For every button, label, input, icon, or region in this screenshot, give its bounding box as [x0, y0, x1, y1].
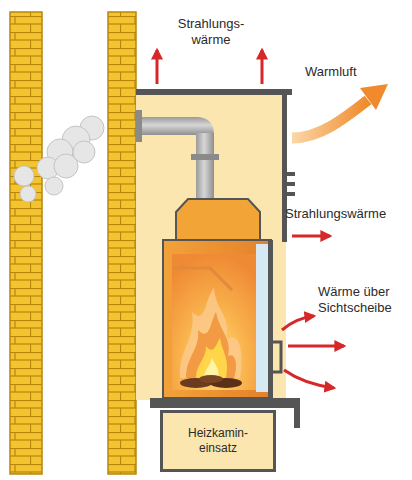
firebox [172, 254, 256, 390]
flue-pipe [136, 117, 198, 135]
flames [196, 338, 227, 378]
door-handle [273, 342, 281, 372]
heat-arrow [292, 235, 330, 238]
warm-air-arrow [292, 100, 368, 138]
heat-arrow [156, 50, 159, 84]
flames [204, 358, 219, 378]
housing [136, 94, 286, 400]
air-grille [287, 172, 295, 196]
warm-air-arrow [292, 84, 388, 138]
air-grille [287, 182, 295, 186]
flue-pipe [196, 133, 214, 201]
logs [180, 375, 242, 388]
flames [180, 288, 242, 378]
smoke [14, 166, 34, 186]
warm-air-arrow [360, 84, 388, 110]
air-grille [287, 172, 295, 176]
heat-label: Wärme über Sichtscheibe [318, 284, 404, 316]
smoke [45, 177, 63, 195]
flames [180, 288, 242, 378]
smoke [14, 116, 104, 202]
air-grille [287, 192, 295, 196]
heat-arrow [282, 316, 314, 330]
glass-pane [256, 244, 268, 392]
heat-label: Strahlungs- wärme [166, 16, 256, 48]
flue-pipe [196, 117, 214, 135]
baffle [172, 268, 232, 290]
heat-label: Warmluft [305, 64, 357, 80]
flue-pipe [136, 110, 142, 142]
smoke [73, 141, 95, 163]
heat-arrow [288, 345, 344, 348]
housing-top [136, 89, 292, 95]
flue-pipe [136, 110, 219, 201]
flue-pipe [191, 154, 219, 160]
heat-label: Strahlungswärme [285, 206, 386, 222]
brick-wall [10, 12, 42, 474]
flames [186, 312, 236, 378]
heat-arrow [261, 50, 264, 84]
stove-hood [176, 199, 260, 242]
box-label: Heizkamin- einsatz [169, 426, 267, 456]
heat-arrow [284, 370, 334, 388]
base-leg [294, 398, 300, 428]
base-frame [150, 398, 300, 408]
brick-wall [108, 12, 136, 474]
insert-box: Heizkamin- einsatz [160, 410, 276, 472]
door-frame [268, 240, 273, 398]
stove-body [163, 240, 271, 398]
logs [199, 375, 223, 383]
smoke [20, 186, 36, 202]
